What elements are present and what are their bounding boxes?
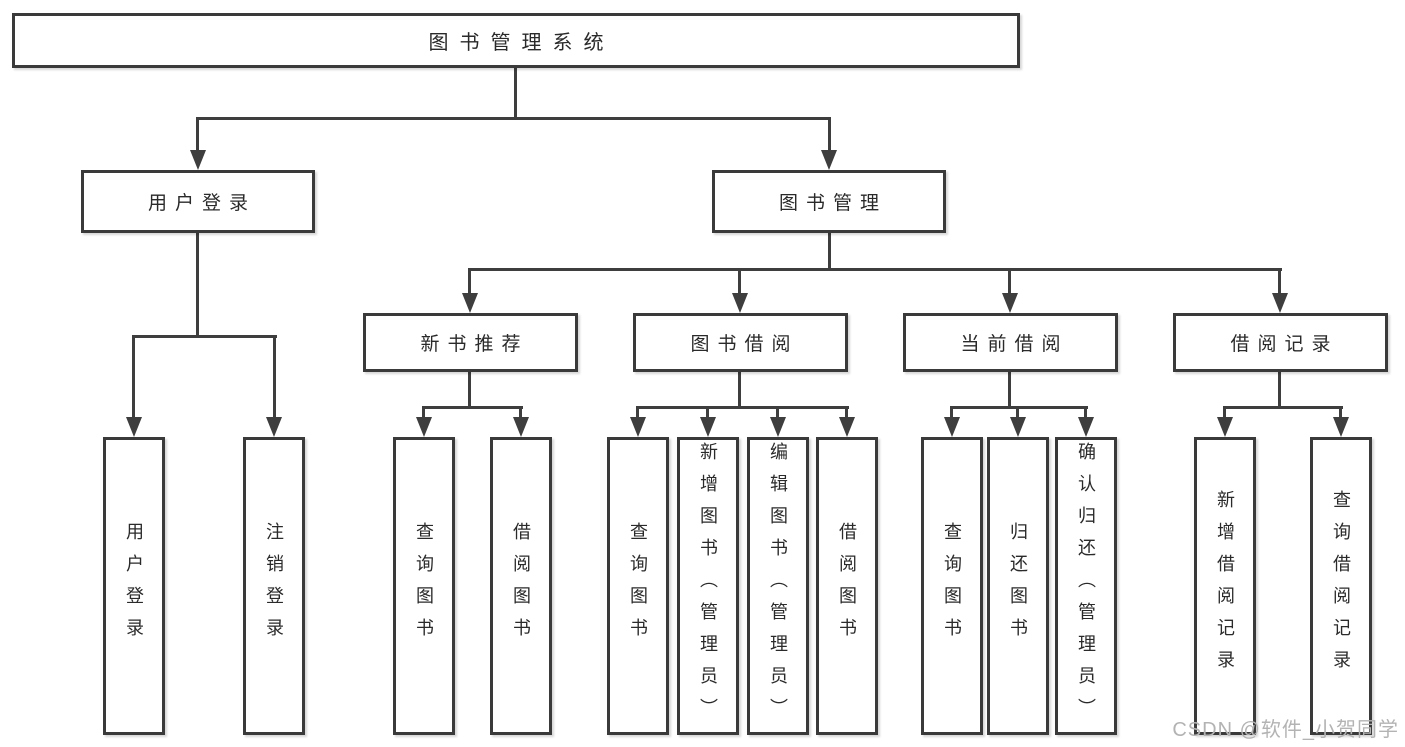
connector-line [468, 268, 471, 297]
connector-line [422, 406, 523, 409]
connector-line [132, 335, 277, 338]
leaf-query-books-recommend: 查询图书 [393, 437, 455, 735]
connector-line [1278, 268, 1281, 297]
leaf-label: 确认归还（管理员） [1076, 442, 1096, 730]
node-label: 新书推荐 [420, 334, 529, 355]
arrow-down-icon [126, 417, 142, 437]
arrow-down-icon [1217, 417, 1233, 437]
arrow-down-icon [513, 417, 529, 437]
node-label: 用户登录 [147, 193, 256, 214]
node-current-borrow: 当前借阅 [903, 313, 1118, 372]
leaf-label: 编辑图书（管理员） [768, 442, 788, 730]
connector-line [1223, 406, 1226, 420]
leaf-label: 新增图书（管理员） [698, 442, 718, 730]
node-new-book-recommend: 新书推荐 [363, 313, 578, 372]
connector-line [196, 233, 199, 338]
leaf-label: 新增借阅记录 [1215, 490, 1235, 682]
connector-line [468, 372, 471, 409]
leaf-logout: 注销登录 [243, 437, 305, 735]
connector-line [197, 117, 831, 120]
connector-line [636, 406, 639, 420]
arrow-down-icon [944, 417, 960, 437]
connector-line [1008, 372, 1011, 409]
leaf-query-books-borrow: 查询图书 [607, 437, 669, 735]
leaf-label: 注销登录 [264, 522, 284, 650]
connector-line [1278, 372, 1281, 409]
connector-line [738, 372, 741, 409]
arrow-down-icon [839, 417, 855, 437]
leaf-label: 用户登录 [124, 522, 144, 650]
node-label: 借阅记录 [1230, 334, 1339, 355]
connector-line [1223, 406, 1343, 409]
connector-line [828, 233, 831, 270]
connector-line [1016, 406, 1019, 420]
connector-line [950, 406, 953, 420]
connector-line [828, 117, 831, 152]
connector-line [422, 406, 425, 420]
node-user-login: 用户登录 [81, 170, 315, 233]
leaf-confirm-return-admin: 确认归还（管理员） [1055, 437, 1117, 735]
arrow-down-icon [630, 417, 646, 437]
leaf-query-books-current: 查询图书 [921, 437, 983, 735]
arrow-down-icon [821, 150, 837, 170]
arrow-down-icon [1078, 417, 1094, 437]
leaf-add-books-admin: 新增图书（管理员） [677, 437, 739, 735]
leaf-label: 查询图书 [414, 522, 434, 650]
connector-line [519, 406, 522, 420]
connector-line [706, 406, 709, 420]
connector-line [636, 406, 849, 409]
arrow-down-icon [416, 417, 432, 437]
arrow-down-icon [1010, 417, 1026, 437]
connector-line [196, 117, 199, 152]
watermark: CSDN @软件_小贺同学 [1172, 719, 1399, 741]
connector-line [468, 268, 1282, 271]
leaf-label: 借阅图书 [511, 522, 531, 650]
leaf-label: 借阅图书 [837, 522, 857, 650]
arrow-down-icon [732, 293, 748, 313]
connector-line [514, 68, 517, 118]
connector-line [273, 335, 276, 419]
connector-line [132, 335, 135, 419]
connector-line [1084, 406, 1087, 420]
node-label: 当前借阅 [960, 334, 1069, 355]
leaf-add-borrow-record: 新增借阅记录 [1194, 437, 1256, 735]
arrow-down-icon [1333, 417, 1349, 437]
node-root-system: 图书管理系统 [12, 13, 1020, 68]
connector-line [1008, 268, 1011, 297]
arrow-down-icon [462, 293, 478, 313]
connector-line [776, 406, 779, 420]
node-label: 图书借阅 [690, 334, 799, 355]
node-borrow-records: 借阅记录 [1173, 313, 1388, 372]
leaf-label: 归还图书 [1008, 522, 1028, 650]
arrow-down-icon [770, 417, 786, 437]
arrow-down-icon [1272, 293, 1288, 313]
arrow-down-icon [700, 417, 716, 437]
node-label: 图书管理系统 [428, 32, 615, 54]
node-label: 图书管理 [778, 193, 887, 214]
node-book-borrow: 图书借阅 [633, 313, 848, 372]
connector-line [738, 268, 741, 297]
leaf-return-books: 归还图书 [987, 437, 1049, 735]
leaf-edit-books-admin: 编辑图书（管理员） [747, 437, 809, 735]
leaf-user-login: 用户登录 [103, 437, 165, 735]
connector-line [950, 406, 1088, 409]
leaf-label: 查询图书 [942, 522, 962, 650]
connector-line [845, 406, 848, 420]
leaf-query-borrow-record: 查询借阅记录 [1310, 437, 1372, 735]
node-book-management: 图书管理 [712, 170, 946, 233]
arrow-down-icon [190, 150, 206, 170]
leaf-borrow-books-recommend: 借阅图书 [490, 437, 552, 735]
arrow-down-icon [266, 417, 282, 437]
leaf-borrow-books: 借阅图书 [816, 437, 878, 735]
connector-line [1339, 406, 1342, 420]
arrow-down-icon [1002, 293, 1018, 313]
leaf-label: 查询图书 [628, 522, 648, 650]
leaf-label: 查询借阅记录 [1331, 490, 1351, 682]
